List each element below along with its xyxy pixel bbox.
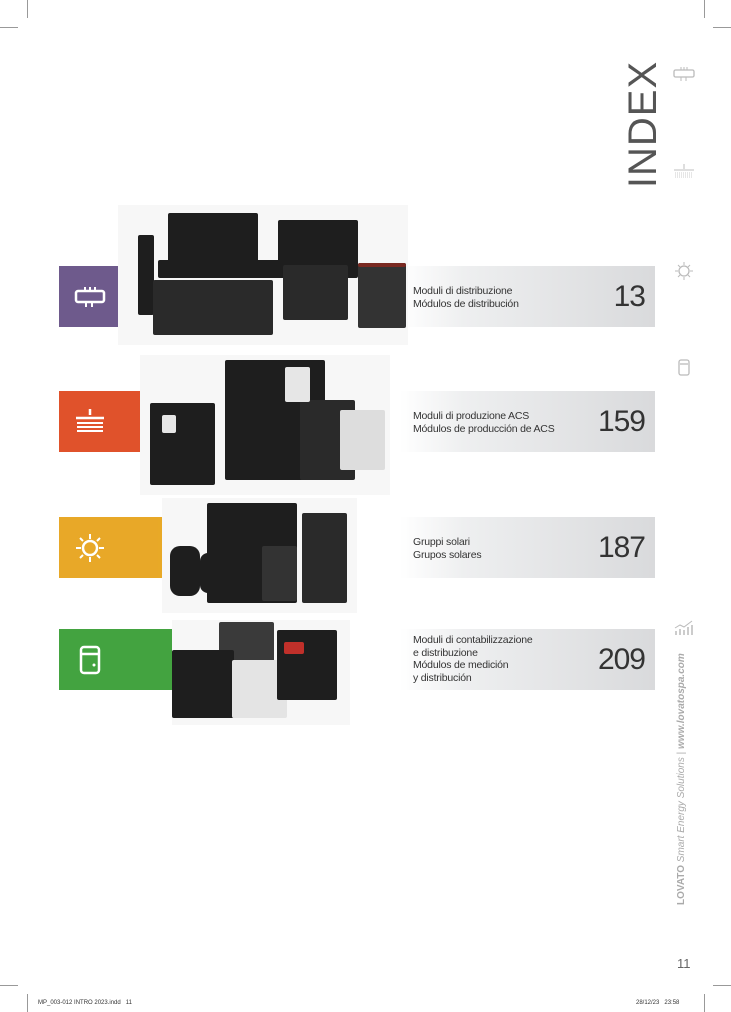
product-photo-distribution: [118, 205, 408, 345]
page-ref-solar[interactable]: 187: [597, 531, 646, 564]
meter-icon: [79, 645, 101, 675]
label-it-2: e distribuzione: [413, 646, 478, 659]
tagline: Smart Energy Solutions: [676, 757, 687, 863]
crop-mark: [713, 985, 731, 986]
label-es: Grupos solares: [413, 548, 482, 561]
chart-icon: [674, 620, 693, 635]
product-photo-dhw: [140, 355, 390, 495]
product-photo-metering: [172, 620, 350, 725]
separator: |: [676, 751, 687, 755]
label-es: Módulos de producción de ACS: [413, 422, 555, 435]
crop-mark: [27, 994, 28, 1012]
page-ref-dhw[interactable]: 159: [597, 405, 646, 438]
page-ref-distribution[interactable]: 13: [613, 280, 646, 313]
brand-name: LOVATO: [676, 865, 687, 905]
crop-mark: [0, 27, 18, 28]
product-photo-solar: [162, 498, 357, 613]
index-band-2: [400, 391, 655, 452]
index-band-1: [400, 266, 655, 327]
crop-mark: [27, 0, 28, 18]
index-band-4: [400, 629, 655, 690]
label-it: Moduli di contabilizzazione: [413, 634, 533, 646]
manifold-icon: [673, 67, 695, 81]
shower-icon: [674, 164, 694, 178]
page-ref-metering[interactable]: 209: [597, 643, 646, 676]
sun-icon: [76, 534, 104, 562]
shower-icon: [76, 409, 104, 432]
manifold-icon: [74, 287, 106, 307]
label-it: Moduli di distribuzione: [413, 285, 513, 297]
page-title-text: INDEX: [621, 60, 666, 189]
page-number: 11: [677, 956, 691, 971]
crop-mark: [704, 0, 705, 18]
sun-icon: [675, 262, 693, 280]
crop-mark: [704, 994, 705, 1012]
website-link[interactable]: www.lovatospa.com: [676, 653, 687, 749]
footer-file: MP_003-012 INTRO 2023.indd 11: [38, 1000, 132, 1006]
footer-date: 28/12/23 23:58: [636, 1000, 680, 1006]
meter-icon: [678, 359, 690, 376]
index-band-3: [400, 517, 655, 578]
crop-mark: [713, 27, 731, 28]
label-es: Módulos de distribución: [413, 297, 519, 310]
brand-tagline: LOVATO Smart Energy Solutions | www.lova…: [676, 653, 687, 905]
label-es-2: y distribución: [413, 671, 472, 684]
page-title: INDEX: [620, 61, 665, 188]
label-es: Módulos de medición: [413, 659, 509, 671]
label-it: Gruppi solari: [413, 536, 470, 548]
crop-mark: [0, 985, 18, 986]
band-metering: [59, 629, 189, 690]
label-it: Moduli di produzione ACS: [413, 410, 530, 422]
